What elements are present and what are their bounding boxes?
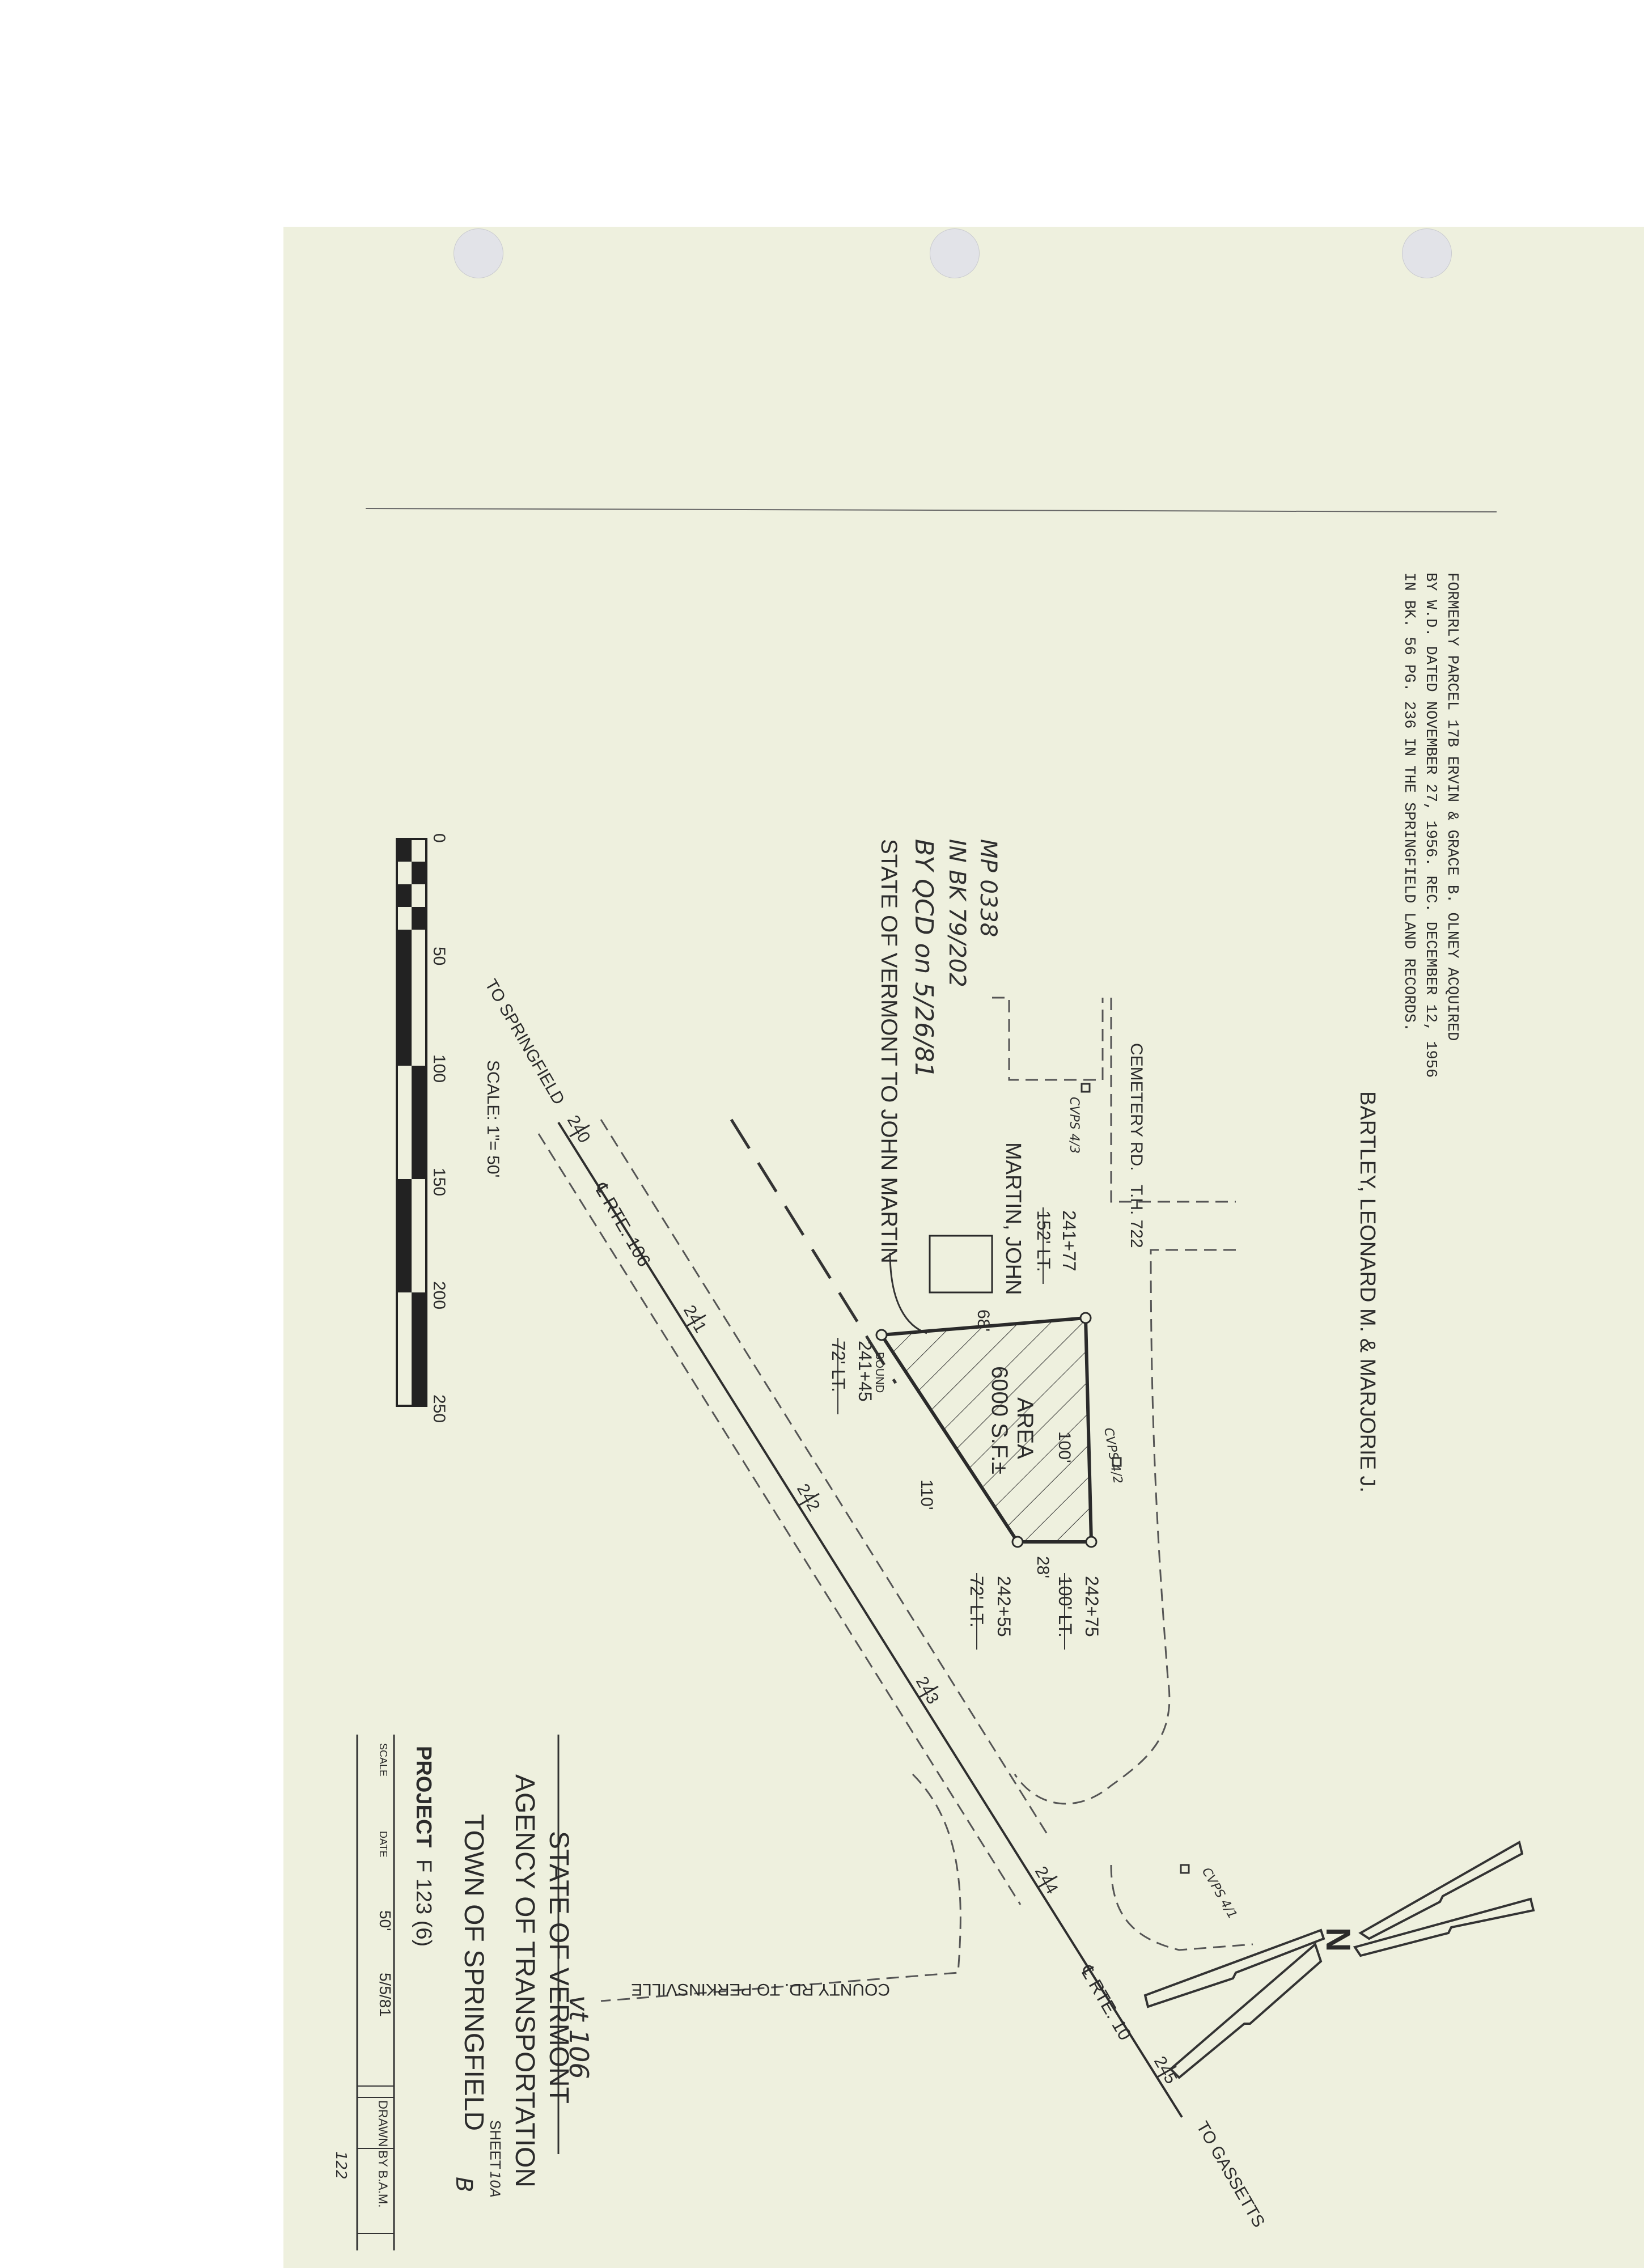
parcel-corners <box>875 1312 1098 1548</box>
date-field-value: 5/5/81 <box>376 1973 394 2017</box>
dim-68: 68' <box>974 1309 993 1332</box>
station-243: 243 <box>912 1673 943 1707</box>
to-gassetts-label: TO GASSETTS <box>1193 2118 1268 2231</box>
dim-110: 110' <box>917 1480 936 1510</box>
frame-top-line <box>365 508 1497 512</box>
binder-hole <box>1402 228 1452 278</box>
survey-sheet <box>283 227 1644 2268</box>
utility-poles: CVPS 4/3 CVPS 4/2 CVPS 4/1 <box>1067 1083 1240 1922</box>
north-arrow-icon <box>1143 1840 1535 2079</box>
area-value: 6000 S.F.± <box>987 1366 1012 1474</box>
svg-text:0: 0 <box>430 833 448 843</box>
title-block <box>356 1735 560 2250</box>
project-number: F 123 (6) <box>412 1859 435 1947</box>
note-arrow <box>889 1252 927 1334</box>
scale-ticks: 0 50 100 150 200 250 <box>430 833 448 1423</box>
title-sheet: SHEET <box>487 2120 504 2169</box>
annotation-red: vt 106 <box>563 1995 594 2079</box>
former-parcel-note: FORMERLY PARCEL 17B ERVIN & GRACE B. OLN… <box>1400 573 1460 1078</box>
scale-field-label: SCALE <box>378 1743 389 1777</box>
station-242: 242 <box>793 1481 824 1515</box>
rte-106-row-right <box>600 1119 1050 1837</box>
svg-text:72' LT.: 72' LT. <box>967 1576 987 1627</box>
rte-106-centerline <box>557 1121 1183 2118</box>
svg-text:241+45: 241+45 <box>855 1341 875 1402</box>
station-241: 241 <box>680 1302 710 1336</box>
title-town: TOWN OF SPRINGFIELD <box>459 1814 489 2131</box>
th-722-label: T.H. 722 <box>1127 1185 1146 1248</box>
date-field-label: DATE <box>378 1831 389 1858</box>
binder-hole <box>930 228 980 278</box>
rte-106-label: ℄ RTE. 106 <box>590 1179 655 1270</box>
svg-text:FORMERLY PARCEL 17B ERVIN & GR: FORMERLY PARCEL 17B ERVIN & GRACE B. OLN… <box>1443 573 1460 1041</box>
drawn-by: DRAWN BY B.A.M. <box>376 2100 390 2207</box>
svg-text:100: 100 <box>430 1054 448 1083</box>
dim-28: 28' <box>1033 1556 1052 1578</box>
svg-text:50: 50 <box>430 947 448 965</box>
svg-text:152' LT.: 152' LT. <box>1033 1210 1054 1272</box>
svg-text:CVPS 4/2: CVPS 4/2 <box>1101 1427 1125 1485</box>
north-label: N <box>1319 1927 1357 1952</box>
svg-text:IN BK 79/202: IN BK 79/202 <box>944 839 970 987</box>
svg-text:200: 200 <box>430 1281 448 1309</box>
transfer-note: STATE OF VERMONT TO JOHN MARTIN BY QCD o… <box>876 839 1001 1264</box>
svg-text:242+75: 242+75 <box>1082 1576 1102 1637</box>
area-label: AREA <box>1012 1397 1037 1459</box>
title-state: STATE OF VERMONT <box>544 1831 574 2104</box>
county-road <box>600 1773 1253 2002</box>
station-240: 240 <box>563 1112 594 1146</box>
svg-text:BY QCD on 5/26/81: BY QCD on 5/26/81 <box>909 839 938 1078</box>
svg-text:IN BK. 56 PG. 236 IN THE SPRIN: IN BK. 56 PG. 236 IN THE SPRINGFIELD LAN… <box>1400 573 1417 1032</box>
title-sheet-number: 10A <box>487 2171 503 2198</box>
svg-text:72' LT.: 72' LT. <box>828 1341 849 1392</box>
annotation-corner: 122 <box>332 2151 349 2180</box>
svg-text:241+77: 241+77 <box>1059 1210 1079 1271</box>
svg-text:242+55: 242+55 <box>994 1576 1014 1637</box>
project-label: PROJECT <box>412 1746 435 1847</box>
svg-text:BOUND: BOUND <box>873 1352 885 1393</box>
rte-106-row-left <box>537 1133 1022 1905</box>
station-ticks <box>569 1124 1177 2079</box>
svg-text:250: 250 <box>430 1394 448 1423</box>
svg-text:100' LT.: 100' LT. <box>1055 1576 1075 1638</box>
scale-label: SCALE: 1"= 50' <box>484 1060 502 1177</box>
cemetery-road <box>992 997 1236 1805</box>
title-agency: AGENCY OF TRANSPORTATION <box>510 1774 540 2188</box>
station-244: 244 <box>1031 1863 1062 1897</box>
dim-100: 100' <box>1055 1431 1074 1463</box>
old-row-line <box>730 1118 897 1384</box>
svg-text:MP 0338: MP 0338 <box>975 839 1001 937</box>
svg-text:150: 150 <box>430 1168 448 1196</box>
scale-bar <box>396 838 427 1407</box>
owner-martin: MARTIN, JOHN <box>1001 1142 1025 1295</box>
binder-hole <box>454 228 503 278</box>
scale-field-value: 50' <box>376 1910 394 1931</box>
taking-parcel <box>878 1316 1094 1544</box>
cemetery-rd-label: CEMETERY RD. <box>1127 1043 1146 1171</box>
station-245: 245 <box>1150 2053 1181 2087</box>
point-labels: 241+77 152' LT. 241+45 72' LT. BOUND 242… <box>828 1207 1102 1650</box>
svg-text:BY W.D. DATED NOVEMBER 27, 195: BY W.D. DATED NOVEMBER 27, 1956. REC. DE… <box>1422 573 1439 1078</box>
rte-10-label: ℄ RTE. 10 <box>1076 1961 1135 2044</box>
owner-bartley: BARTLEY, LEONARD M. & MARJORIE J. <box>1355 1091 1379 1493</box>
svg-text:CVPS 4/3: CVPS 4/3 <box>1067 1097 1081 1154</box>
county-road-label: COUNTY RD. TO PERKINSVILLE <box>631 1980 890 1999</box>
svg-text:CVPS 4/1: CVPS 4/1 <box>1199 1866 1240 1922</box>
building <box>929 1235 993 1294</box>
annotation-green: B <box>451 2177 477 2192</box>
svg-text:STATE OF VERMONT TO JOHN MARTI: STATE OF VERMONT TO JOHN MARTIN <box>876 839 901 1264</box>
